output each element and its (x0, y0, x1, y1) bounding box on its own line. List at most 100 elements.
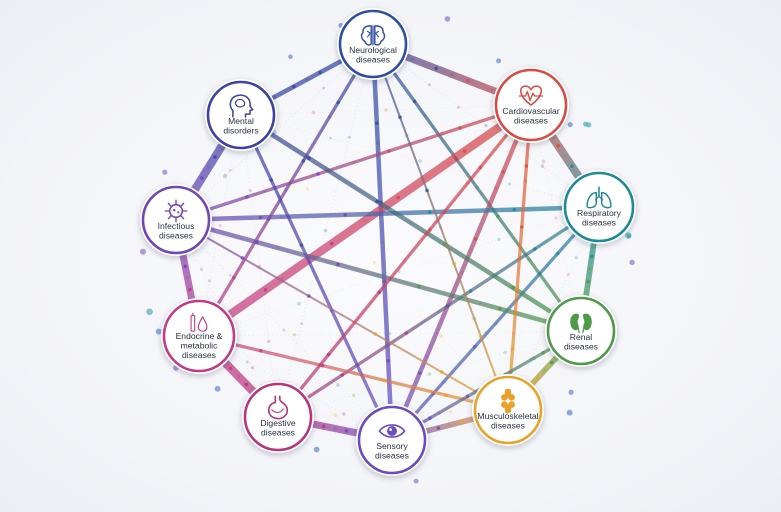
mesh-dot (282, 328, 286, 332)
node-label: diseases (491, 421, 525, 431)
edge-dot (434, 66, 439, 71)
mesh-line (530, 104, 582, 332)
mesh-dot (427, 372, 432, 376)
edge-dot (468, 289, 473, 293)
node-label: Sensory (376, 441, 408, 451)
edge-dot (462, 149, 467, 153)
mesh-line (175, 219, 279, 418)
edge-resp-sensory (390, 205, 601, 442)
mesh-dot (372, 260, 377, 265)
node-ring (162, 299, 236, 373)
edge-dot (428, 416, 432, 421)
node-label: diseases (182, 350, 216, 360)
edge-dot (245, 195, 249, 199)
mesh-dot (323, 228, 328, 233)
edge-dot (255, 240, 259, 244)
edge-dot (307, 294, 311, 298)
node-label: diseases (514, 116, 548, 126)
edge-resp-inf (173, 204, 602, 223)
edge-dot (473, 345, 477, 349)
mesh-dot (250, 366, 255, 370)
outer-dot (444, 16, 451, 22)
edge-dot (343, 213, 348, 217)
edge-dot (382, 378, 387, 383)
edge-dot (465, 394, 470, 399)
node-label: Mental (228, 116, 254, 126)
edge-dot (439, 370, 444, 374)
edge-dot (541, 351, 545, 355)
node-label: diseases (375, 451, 409, 461)
mesh-line (198, 114, 242, 337)
edge-dot (535, 376, 539, 381)
mesh-dot (245, 360, 249, 364)
mesh-dot (199, 267, 204, 271)
mesh-dot (456, 105, 461, 110)
edge-dot (428, 228, 432, 232)
node-label: Musculoskeletal (477, 411, 538, 421)
edge-dot (458, 126, 462, 130)
mesh-line (240, 114, 279, 418)
edge-dig-cardio (276, 103, 533, 419)
edge-dot (556, 144, 560, 148)
edge-dot (452, 261, 456, 266)
mesh-dot (267, 339, 271, 344)
mesh-dot (439, 334, 444, 339)
mesh-dot (292, 333, 297, 337)
node-ring (563, 171, 635, 243)
edge-dot (428, 210, 432, 214)
mesh-dot (541, 159, 546, 164)
edge-dot (418, 371, 422, 375)
edge-dot (533, 247, 537, 251)
outer-dot (313, 446, 320, 453)
edge-dot (336, 100, 341, 105)
edge-dot (336, 262, 340, 267)
mesh-line (240, 114, 600, 208)
edge-dot (515, 286, 519, 290)
edge-dot (292, 84, 296, 89)
edge-inf-renal (173, 217, 584, 334)
outer-dot (626, 234, 632, 239)
node-label: Respiratory (577, 208, 622, 218)
edge-dot (511, 286, 515, 290)
mesh-dot (418, 159, 422, 163)
edge-dot (555, 251, 560, 256)
edge-dot (340, 373, 345, 377)
edge-dot (459, 420, 464, 424)
node-label: Endocrine & (176, 331, 223, 341)
edge-dot (183, 264, 187, 269)
edge-cardio-endo (194, 100, 536, 341)
edge-dot (425, 188, 429, 193)
edge-neuro-endo (197, 42, 375, 338)
edge-dot (375, 121, 379, 125)
mesh-dot (574, 256, 578, 260)
node-ring (546, 296, 616, 366)
mesh-dot (352, 393, 356, 398)
edge-dot (326, 352, 331, 357)
node-ring (243, 382, 313, 452)
edge-dot (512, 207, 517, 212)
edge-dot (228, 366, 233, 371)
edge-dot (373, 332, 378, 336)
edge-endo-musc (197, 334, 510, 412)
outer-dot (496, 58, 502, 64)
edge-dot (417, 284, 421, 289)
mesh-line (175, 43, 374, 221)
edge-dot (344, 429, 349, 433)
outer-dot (214, 385, 221, 392)
mesh-dot (484, 123, 488, 128)
edge-dot (496, 214, 500, 218)
edge-dot (404, 331, 409, 335)
node-label: diseases (159, 231, 193, 241)
edge-dot (387, 149, 391, 153)
